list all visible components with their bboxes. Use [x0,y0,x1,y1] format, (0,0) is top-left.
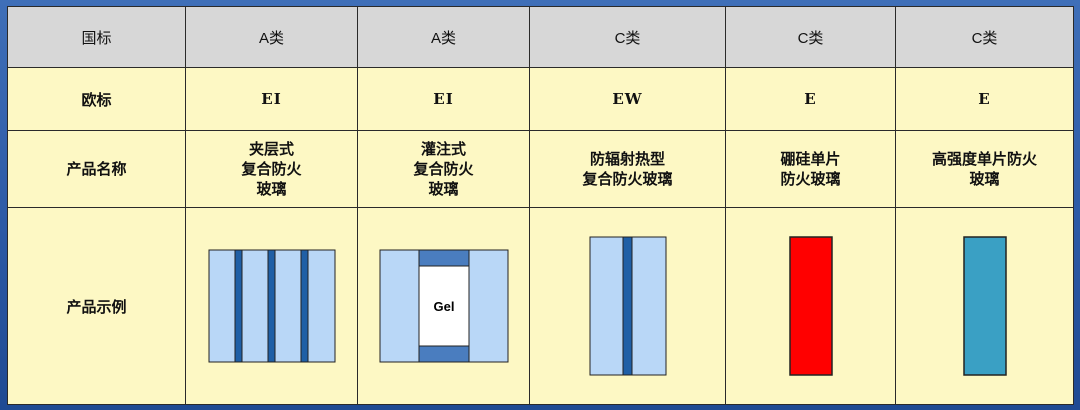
product-name-row: 产品名称 夹层式 复合防火 玻璃 灌注式 复合防火 玻璃 防辐射热型 复合防火玻… [7,130,1074,208]
fire-glass-comparison-table: 国标 A类 A类 C类 C类 C类 欧标 EI EI EW E E 产品名称 夹… [7,6,1074,405]
eu-class-cell: EI [357,67,530,131]
header-class-a-2: A类 [357,6,530,68]
header-row: 国标 A类 A类 C类 C类 C类 [7,6,1074,68]
product-name-cell: 夹层式 复合防火 玻璃 [185,130,358,208]
product-name-cell: 灌注式 复合防火 玻璃 [357,130,530,208]
spec-table: 国标 A类 A类 C类 C类 C类 欧标 EI EI EW E E 产品名称 夹… [7,6,1074,405]
header-class-c-2: C类 [725,6,896,68]
high-strength-glass-icon [962,236,1007,376]
row-label-european-standard: 欧标 [7,67,186,131]
header-class-c-1: C类 [529,6,726,68]
product-name-cell: 高强度单片防火 玻璃 [895,130,1074,208]
sample-cell-borosilicate [725,207,896,405]
row-label-product-name: 产品名称 [7,130,186,208]
gel-filled-glass-icon: Gel [379,249,508,363]
product-name-cell: 硼硅单片 防火玻璃 [725,130,896,208]
header-national-standard: 国标 [7,6,186,68]
header-class-a-1: A类 [185,6,358,68]
gel-label: Gel [433,299,454,314]
sample-cell-gel: Gel [357,207,530,405]
radiation-shield-glass-icon [589,236,666,376]
eu-class-cell: E [725,67,896,131]
sample-cell-radiation [529,207,726,405]
laminated-glass-icon [208,249,335,363]
product-sample-row: 产品示例 Gel [7,207,1074,405]
borosilicate-glass-icon [788,236,833,376]
product-name-cell: 防辐射热型 复合防火玻璃 [529,130,726,208]
european-standard-row: 欧标 EI EI EW E E [7,67,1074,131]
row-label-product-sample: 产品示例 [7,207,186,405]
sample-cell-laminated [185,207,358,405]
sample-cell-high-strength [895,207,1074,405]
eu-class-cell: EW [529,67,726,131]
header-class-c-3: C类 [895,6,1074,68]
eu-class-cell: EI [185,67,358,131]
eu-class-cell: E [895,67,1074,131]
